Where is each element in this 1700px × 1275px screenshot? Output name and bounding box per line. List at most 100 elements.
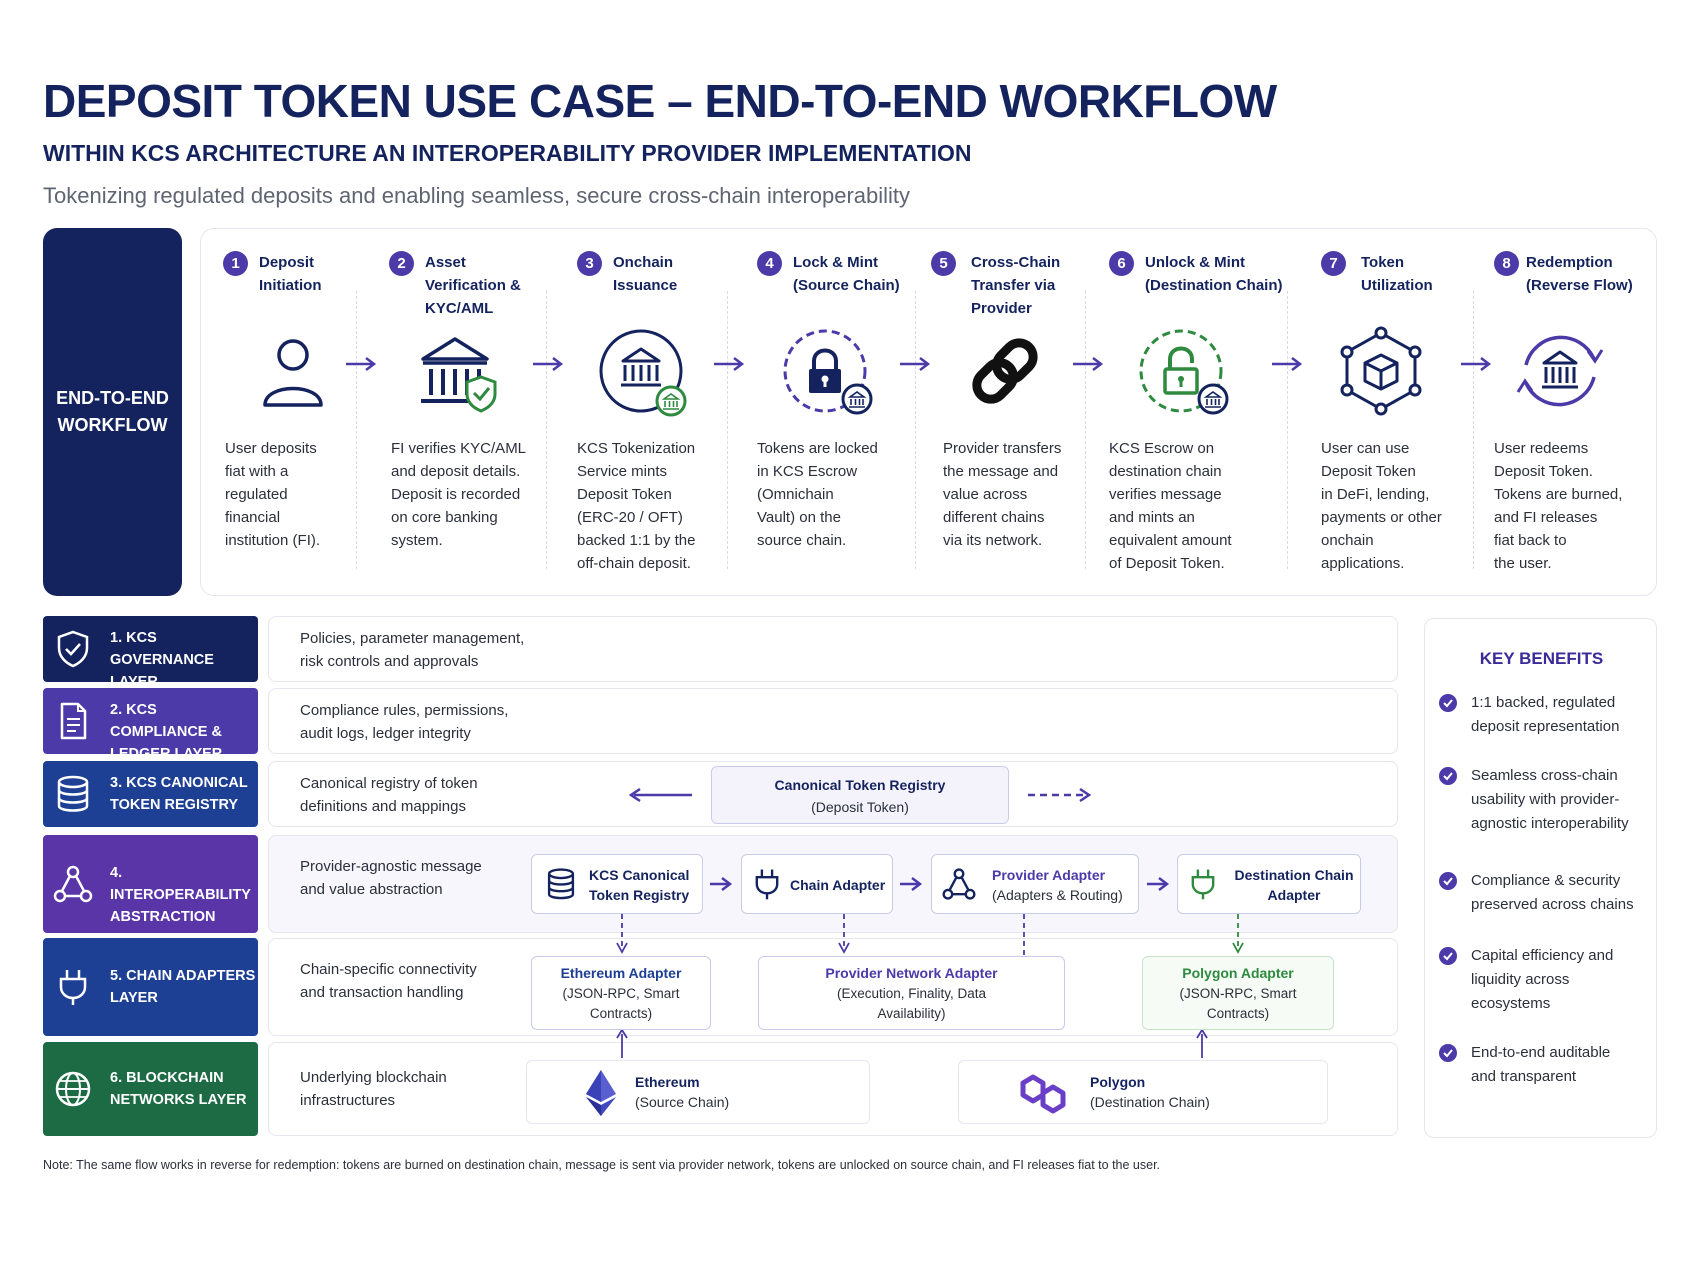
workflow-label-line: END-TO-END [56,388,169,408]
box-subtitle: (Deposit Token) [811,799,909,815]
step-divider [727,291,728,569]
box-title: Polygon Adapter [1182,965,1294,981]
step-number: 3 [577,251,602,276]
check-circle-icon [1439,872,1457,890]
check-circle-icon [1439,767,1457,785]
unlock-icon [1135,325,1235,425]
chain-link-icon [959,325,1059,425]
layer-tag-compliance: 2. KCS COMPLIANCE &LEDGER LAYER [43,688,258,762]
step-number: 7 [1321,251,1346,276]
step-number: 4 [757,251,782,276]
step-number: 8 [1494,251,1519,276]
arrow-right-icon [1071,357,1105,371]
bank-shield-icon [409,325,509,425]
footer-note: Note: The same flow works in reverse for… [43,1158,1161,1172]
check-circle-icon [1439,947,1457,965]
step-divider [356,291,357,569]
nodes-icon [942,867,976,901]
step-divider [546,291,547,569]
database-icon [53,774,93,814]
nodes-icon [53,864,93,904]
bank-token-icon [595,325,695,425]
step-number: 5 [931,251,956,276]
lock-icon [779,325,879,425]
workflow-step-4: 4 Lock & Mint(Source Chain) Tokens are l… [757,229,922,595]
box-title: Ethereum(Source Chain) [635,1074,730,1110]
plug-icon [750,867,784,901]
box-title: Canonical Token Registry [774,777,946,793]
user-icon [243,325,343,425]
arrow-right-icon [1459,357,1493,371]
shield-check-icon [53,629,93,669]
key-benefits-title: KEY BENEFITS [1479,649,1604,668]
polygon-network-box: Polygon(Destination Chain) [958,1060,1328,1124]
ethereum-icon [581,1069,621,1117]
layer-row-compliance [268,688,1398,754]
layer-description: Policies, parameter management,risk cont… [300,630,525,670]
box-title: Chain Adapter [790,877,886,893]
polygon-icon [1019,1073,1067,1114]
arrow-right-icon [344,357,378,371]
arrow-right-icon [1145,877,1171,891]
box-title: Provider Network Adapter [825,965,998,981]
box-title: Provider Adapter(Adapters & Routing) [992,867,1123,903]
step-number: 6 [1109,251,1134,276]
step-divider [915,291,916,569]
network-cube-icon [1335,325,1435,425]
database-icon [544,867,578,901]
arrow-right-icon [898,877,924,891]
chain-adapter-box: Chain Adapter [741,854,893,914]
step-title: Unlock & Mint(Destination Chain) [1145,254,1283,294]
workflow-step-6: 6 Unlock & Mint(Destination Chain) KCS E… [1109,229,1284,595]
globe-icon [53,1069,93,1109]
page-subtitle: WITHIN KCS ARCHITECTURE AN INTEROPERABIL… [43,140,972,166]
arrow-right-icon [708,877,734,891]
plug-green-icon [1186,867,1220,901]
arrow-right-dashed-icon [1026,787,1092,803]
step-title: Redemption(Reverse Flow) [1526,254,1633,294]
provider-network-adapter-box: Provider Network Adapter (Execution, Fin… [758,956,1065,1030]
page-tagline: Tokenizing regulated deposits and enabli… [43,183,911,208]
step-title: Lock & Mint(Source Chain) [793,254,900,294]
